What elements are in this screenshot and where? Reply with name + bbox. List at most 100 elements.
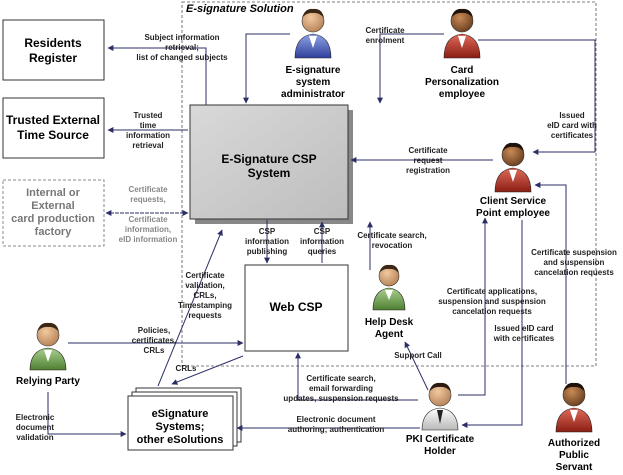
- label-cert-applications: Certificate applications, suspension and…: [438, 287, 546, 316]
- label-csp-publishing: CSP information publishing: [245, 227, 289, 256]
- label-trusted-time: Trusted time information retrieval: [126, 111, 170, 150]
- svg-text:information,: information,: [125, 225, 171, 234]
- svg-text:Certificate: Certificate: [128, 215, 168, 224]
- label-cert-info-eid: Certificate information, eID information: [119, 215, 178, 244]
- svg-text:validation,: validation,: [185, 281, 225, 290]
- card-pers-line-1: Card: [451, 65, 474, 76]
- svg-text:CSP: CSP: [314, 227, 331, 236]
- person-icon: [372, 264, 406, 311]
- helpdesk-line-1: Help Desk: [365, 317, 414, 328]
- svg-text:information: information: [245, 237, 289, 246]
- servant-line-2: Public: [559, 450, 589, 461]
- arrow-servant-susp: [534, 182, 567, 384]
- esignature-systems-box: eSignature Systems; other eSolutions: [127, 387, 242, 451]
- svg-text:CRLs: CRLs: [144, 346, 165, 355]
- servant-line-1: Authorized: [548, 438, 600, 449]
- svg-text:enrolment: enrolment: [366, 36, 405, 45]
- svg-text:authoring; authentication: authoring; authentication: [288, 425, 385, 434]
- arrow-relying-validation: [47, 392, 127, 437]
- svg-text:cancelation requests: cancelation requests: [452, 307, 532, 316]
- person-icon: [29, 322, 67, 371]
- svg-text:Timestamping: Timestamping: [178, 301, 232, 310]
- svg-text:Subject information: Subject information: [144, 33, 219, 42]
- svg-text:information: information: [126, 131, 170, 140]
- arrow-issued-eid: [478, 39, 596, 155]
- svg-text:and suspension: and suspension: [544, 258, 605, 267]
- svg-text:requests: requests: [188, 311, 222, 320]
- arrow-pki-applications: [458, 217, 488, 396]
- label-cert-req-reg: Certificate request registration: [406, 146, 450, 175]
- label-issued-eid: Issued eID card with certificates: [547, 111, 597, 140]
- person-icon: [494, 142, 532, 193]
- esig-line-1: eSignature: [152, 408, 209, 420]
- card-pers-line-3: employee: [439, 89, 486, 100]
- svg-text:Issued: Issued: [559, 111, 584, 120]
- esig-line-2: Systems;: [156, 421, 205, 433]
- svg-text:publishing: publishing: [247, 247, 288, 256]
- svg-text:Certificate: Certificate: [185, 271, 225, 280]
- svg-text:Certificate: Certificate: [408, 146, 448, 155]
- svg-text:Support Call: Support Call: [394, 351, 442, 360]
- csp-emp-line-1: Client Service: [480, 196, 547, 207]
- factory-line-4: factory: [35, 226, 73, 238]
- svg-text:Certificate applications,: Certificate applications,: [447, 287, 537, 296]
- arrow-pki-search: [295, 352, 418, 401]
- label-cert-search-rev: Certificate search, revocation: [357, 231, 426, 250]
- svg-text:certificates,: certificates,: [132, 336, 176, 345]
- factory-line-1: Internal or: [26, 187, 81, 199]
- arrow-esig-validation: [157, 229, 223, 387]
- svg-text:queries: queries: [308, 247, 337, 256]
- svg-text:cancelation requests: cancelation requests: [534, 268, 614, 277]
- arrow-support-call: [404, 341, 429, 391]
- svg-text:Certificate search,: Certificate search,: [306, 374, 375, 383]
- label-crls: CRLs: [176, 364, 197, 373]
- svg-text:request: request: [414, 156, 443, 165]
- label-cert-enrolment: Certificate enrolment: [365, 26, 405, 45]
- csp-line-2: System: [248, 166, 291, 180]
- svg-text:Certificate suspension: Certificate suspension: [531, 248, 617, 257]
- arrow-crls: [171, 355, 244, 385]
- card-pers-line-2: Personalization: [425, 77, 499, 88]
- label-subject-info: Subject information retrieval; list of c…: [136, 33, 228, 62]
- svg-text:email forwarding: email forwarding: [309, 384, 373, 393]
- trusted-time-source-box: Trusted External Time Source: [2, 97, 105, 159]
- residents-line-1: Residents: [24, 36, 82, 50]
- residents-line-2: Register: [29, 51, 77, 65]
- arrow-subject-info: [107, 45, 207, 105]
- svg-text:Policies,: Policies,: [138, 326, 170, 335]
- svg-text:retrieval;: retrieval;: [165, 43, 199, 52]
- svg-text:suspension and suspension: suspension and suspension: [438, 297, 546, 306]
- label-csp-queries: CSP information queries: [300, 227, 344, 256]
- svg-text:Electronic: Electronic: [16, 413, 55, 422]
- csp-system-box: E-Signature CSP System: [189, 104, 353, 224]
- label-cert-requests: Certificate requests,: [128, 185, 168, 204]
- svg-text:CRLs: CRLs: [176, 364, 197, 373]
- person-icon: [294, 8, 332, 59]
- esig-line-3: other eSolutions: [137, 434, 224, 446]
- pki-line-1: PKI Certificate: [406, 434, 475, 445]
- svg-text:CSP: CSP: [259, 227, 276, 236]
- csp-emp-line-2: Point employee: [476, 208, 550, 219]
- admin-line-3: administrator: [281, 89, 345, 100]
- svg-text:eID card with: eID card with: [547, 121, 597, 130]
- svg-text:document: document: [16, 423, 55, 432]
- svg-text:certificates: certificates: [551, 131, 594, 140]
- svg-text:Certificate search,: Certificate search,: [357, 231, 426, 240]
- trusted-line-1: Trusted External: [6, 113, 100, 127]
- label-support-call: Support Call: [394, 351, 442, 360]
- admin-line-1: E-signature: [285, 65, 340, 76]
- servant-line-3: Servant: [556, 462, 593, 473]
- web-csp-box: Web CSP: [244, 264, 349, 352]
- svg-text:Electronic document: Electronic document: [296, 415, 375, 424]
- arrow-admin-csp: [243, 33, 290, 104]
- person-icon: [443, 8, 481, 59]
- svg-text:Certificate: Certificate: [365, 26, 405, 35]
- webcsp-title: Web CSP: [269, 300, 322, 314]
- label-issued-eid-2: Issued eID card with certificates: [493, 324, 555, 343]
- svg-text:updates, suspension requests: updates, suspension requests: [283, 394, 399, 403]
- svg-text:eID information: eID information: [119, 235, 178, 244]
- svg-text:requests,: requests,: [130, 195, 166, 204]
- label-cert-validation: Certificate validation, CRLs, Timestampi…: [178, 271, 232, 320]
- arrow-issued-eid-2: [461, 220, 523, 428]
